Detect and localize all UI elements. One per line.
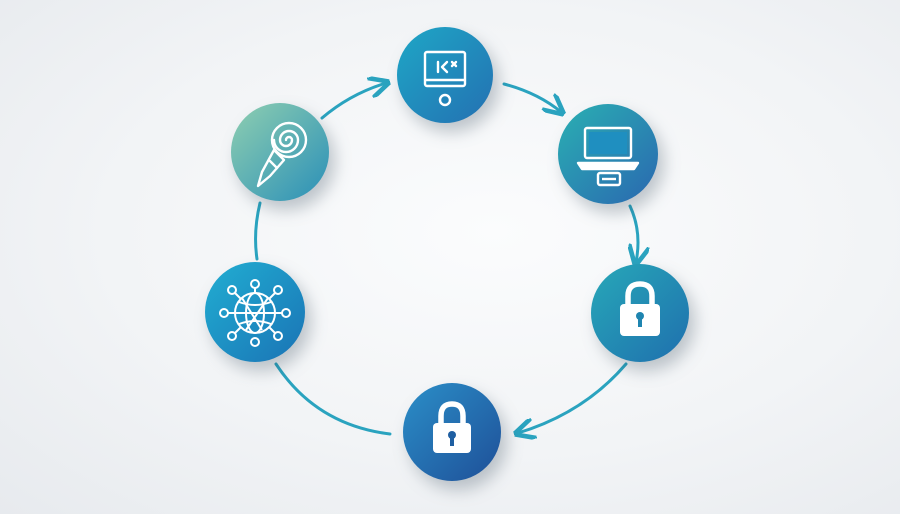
- node-lock-right[interactable]: [591, 264, 689, 362]
- node-lock-bottom[interactable]: [403, 383, 501, 481]
- arrow-document-to-laptop: [502, 82, 561, 112]
- line-lock-bottom-to-network: [274, 362, 392, 436]
- node-idea[interactable]: [231, 103, 329, 201]
- padlock-icon: [433, 401, 471, 453]
- arrow-laptop-to-lock-right: [630, 204, 638, 262]
- node-laptop[interactable]: [558, 104, 658, 204]
- laptop-icon: [576, 126, 640, 187]
- document-screen-icon: [423, 50, 467, 107]
- spiral-pen-icon: [256, 121, 308, 188]
- padlock-icon: [620, 281, 660, 336]
- node-network[interactable]: [205, 262, 305, 362]
- connectors: [254, 82, 638, 436]
- arrow-lock-right-to-lock-bottom: [518, 362, 628, 433]
- line-network-to-idea: [254, 201, 262, 261]
- network-globe-icon: [219, 279, 291, 347]
- arrow-idea-to-document: [320, 83, 386, 120]
- node-document[interactable]: [397, 27, 493, 123]
